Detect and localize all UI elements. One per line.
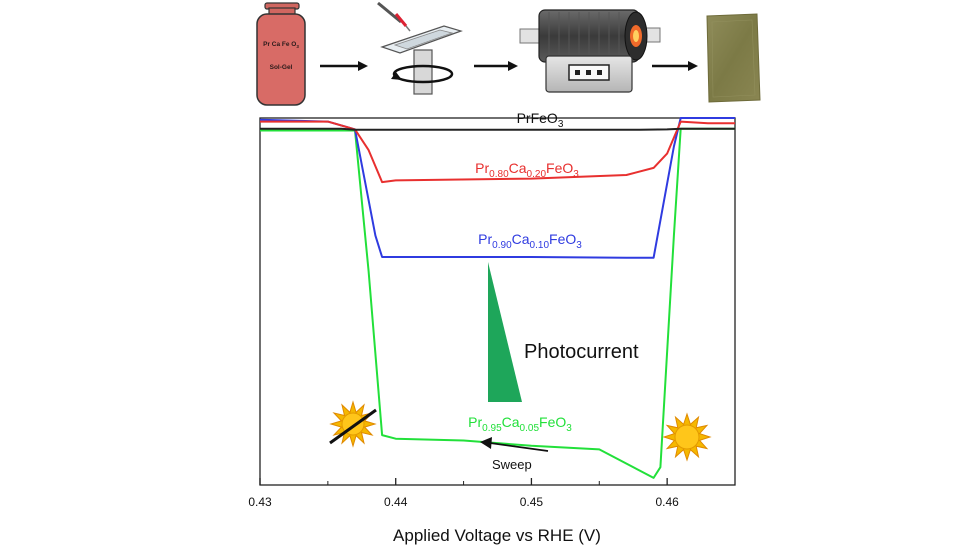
formula-subscript: 3 bbox=[573, 169, 579, 180]
x-tick-label: 0.43 bbox=[248, 495, 272, 509]
sweep-label: Sweep bbox=[492, 457, 532, 472]
formula-text: FeO bbox=[549, 231, 576, 247]
series-labels: PrFeO3Pr0.80Ca0.20FeO3Pr0.90Ca0.10FeO3Pr… bbox=[468, 110, 582, 434]
sweep-arrow bbox=[480, 437, 549, 452]
series-label-2: Pr0.80Ca0.20FeO3 bbox=[475, 160, 579, 180]
formula-subscript: 3 bbox=[566, 423, 572, 434]
series-label-3: Pr0.90Ca0.10FeO3 bbox=[478, 231, 582, 251]
formula-text: Pr bbox=[468, 414, 482, 430]
x-axis-label: Applied Voltage vs RHE (V) bbox=[393, 526, 601, 545]
formula-subscript: 0.95 bbox=[482, 423, 502, 434]
process-arrow-2 bbox=[474, 61, 518, 71]
x-tick-label: 0.45 bbox=[520, 495, 544, 509]
spin-coater-icon bbox=[377, 1, 463, 95]
formula-subscript: 0.10 bbox=[530, 240, 550, 251]
series-line-1 bbox=[260, 127, 735, 131]
formula-subscript: 0.05 bbox=[520, 423, 540, 434]
x-tick-label: 0.46 bbox=[655, 495, 679, 509]
process-arrow-3 bbox=[652, 61, 698, 71]
formula-subscript: 0.80 bbox=[489, 169, 509, 180]
process-arrow-1 bbox=[320, 61, 368, 71]
series-label-4: Pr0.95Ca0.05FeO3 bbox=[468, 414, 572, 434]
formula-text: PrFeO bbox=[517, 110, 558, 126]
formula-text: Ca bbox=[509, 160, 527, 176]
series-label-1: PrFeO3 bbox=[517, 110, 564, 130]
formula-text: Pr bbox=[478, 231, 492, 247]
tube-furnace-icon bbox=[519, 9, 661, 93]
formula-text: Ca bbox=[502, 414, 520, 430]
svg-text:Pr Ca Fe O3: Pr Ca Fe O3 bbox=[263, 41, 299, 49]
plot-frame bbox=[259, 117, 736, 486]
formula-subscript: 3 bbox=[558, 119, 564, 130]
bottle-label-subscript: 3 bbox=[296, 44, 299, 49]
light-off-slash bbox=[329, 408, 377, 445]
sol-gel-bottle-icon: Pr Ca Fe O3 Sol-Gel bbox=[256, 2, 306, 106]
photocurrent-label: Photocurrent bbox=[524, 341, 639, 363]
formula-subscript: 3 bbox=[576, 240, 582, 251]
sun-off-icon bbox=[329, 400, 377, 448]
formula-text: Pr bbox=[475, 160, 489, 176]
formula-text: FeO bbox=[546, 160, 573, 176]
synthesis-schematic: Pr Ca Fe O3 Sol-Gel bbox=[256, 1, 761, 106]
formula-subscript: 0.90 bbox=[492, 240, 512, 251]
sun-on-icon bbox=[662, 412, 712, 462]
photocurrent-wedge bbox=[488, 262, 522, 402]
bottle-label-method: Sol-Gel bbox=[270, 64, 293, 71]
x-tick-label: 0.44 bbox=[384, 495, 408, 509]
bottle-label-formula: Pr Ca Fe O bbox=[263, 41, 296, 48]
x-axis: 0.43 0.44 0.45 0.46 bbox=[248, 478, 679, 509]
series-line-3 bbox=[259, 117, 735, 259]
formula-text: Ca bbox=[512, 231, 530, 247]
sun-core bbox=[674, 424, 700, 450]
formula-subscript: 0.20 bbox=[527, 169, 547, 180]
thin-film-sample-icon bbox=[706, 13, 761, 103]
formula-text: FeO bbox=[539, 414, 566, 430]
